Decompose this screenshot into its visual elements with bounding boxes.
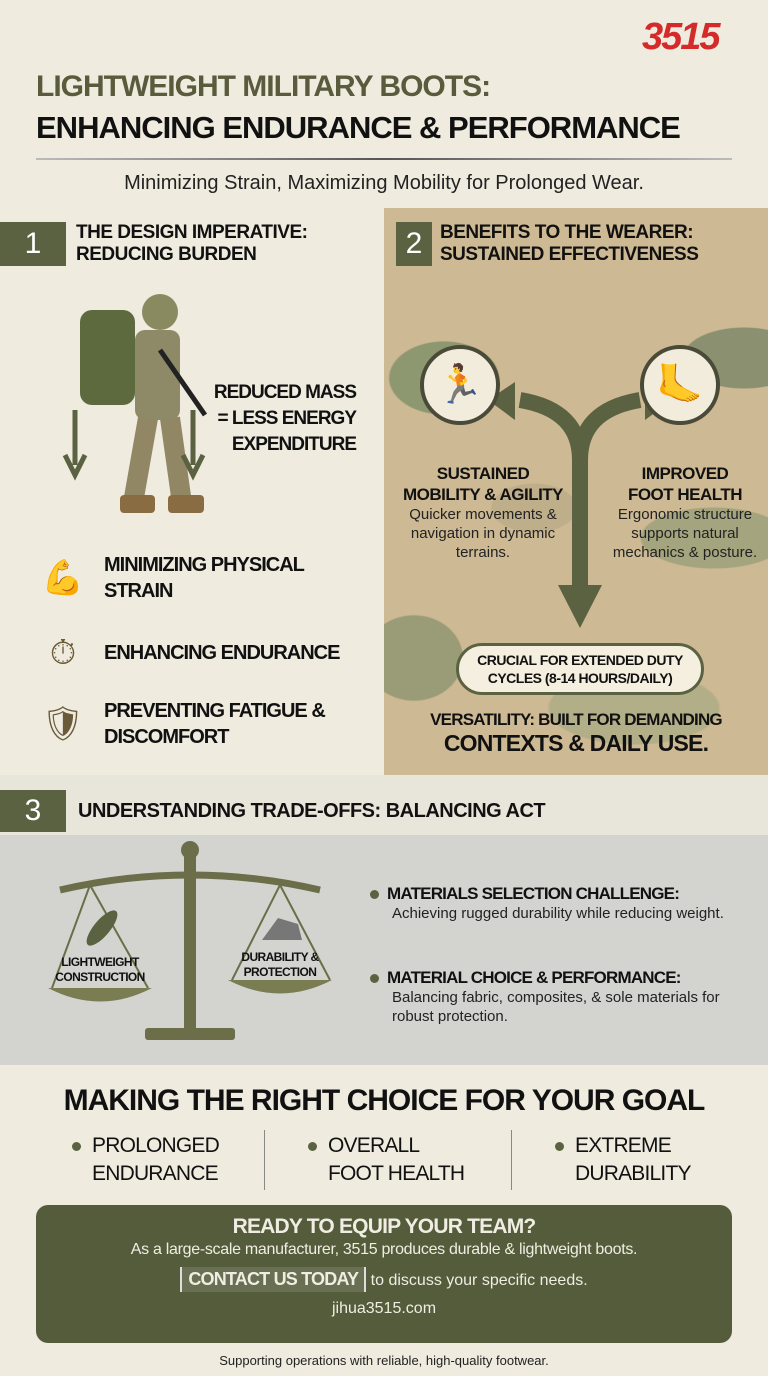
bullet-title: MATERIALS SELECTION CHALLENGE: xyxy=(387,884,680,903)
list-item: ⏱ ENHANCING ENDURANCE xyxy=(34,628,354,678)
balance-scale-icon xyxy=(48,841,332,1040)
flexed-arm-dumbbell-icon: 💪 xyxy=(41,559,85,597)
down-arrow-icon xyxy=(180,410,206,481)
bullet-title: MATERIAL CHOICE & PERFORMANCE: xyxy=(387,968,681,987)
soldier-illustration xyxy=(62,294,208,513)
benefit-title: MOBILITY & AGILITY xyxy=(402,485,564,504)
section-2-title-line1: BENEFITS TO THE WEARER: xyxy=(440,222,694,243)
choice-option: EXTREME DURABILITY xyxy=(555,1132,735,1188)
brand-logo: 3515 xyxy=(642,16,721,58)
bullet-desc: Achieving rugged durability while reduci… xyxy=(392,905,724,922)
foot-bones-icon: 🦶 xyxy=(640,345,720,425)
scale-left-label: LIGHTWEIGHT CONSTRUCTION xyxy=(55,955,145,984)
website-link[interactable]: jihua3515.com xyxy=(331,1300,437,1317)
item-label: MINIMIZING PHYSICAL STRAIN xyxy=(104,554,305,602)
option-line: ENDURANCE xyxy=(92,1162,219,1185)
section-1-title-line1: THE DESIGN IMPERATIVE: xyxy=(76,222,308,243)
title-divider xyxy=(36,158,732,160)
versatility-line2: CONTEXTS & DAILY USE. xyxy=(443,730,709,756)
tradeoff-bullet: MATERIAL CHOICE & PERFORMANCE: Balancing… xyxy=(370,968,740,1026)
option-line: OVERALL xyxy=(328,1134,420,1157)
benefit-title: FOOT HEALTH xyxy=(627,485,743,504)
cta-box: READY TO EQUIP YOUR TEAM? As a large-sca… xyxy=(36,1205,732,1343)
list-item: 💪 MINIMIZING PHYSICAL STRAIN xyxy=(34,552,354,604)
benefit-desc: Quicker movements & navigation in dynami… xyxy=(409,506,557,561)
option-line: PROLONGED xyxy=(92,1134,220,1157)
section-1-title: THE DESIGN IMPERATIVE: REDUCING BURDEN xyxy=(76,222,372,266)
callout-line: = LESS ENERGY xyxy=(217,408,357,429)
feather-icon xyxy=(86,910,118,946)
scale-right-label: DURABILITY & PROTECTION xyxy=(241,950,319,979)
duty-cycle-pill: CRUCIAL FOR EXTENDED DUTY CYCLES (8-14 H… xyxy=(456,643,704,695)
title-line-2: ENHANCING ENDURANCE & PERFORMANCE xyxy=(36,110,681,145)
down-arrow-icon xyxy=(62,410,88,481)
divider xyxy=(511,1130,512,1190)
section-2-title: BENEFITS TO THE WEARER: SUSTAINED EFFECT… xyxy=(440,222,760,266)
list-item: 🛡 PREVENTING FATIGUE & DISCOMFORT xyxy=(34,698,354,750)
subtitle: Minimizing Strain, Maximizing Mobility f… xyxy=(124,172,644,194)
benefit-foot-health: IMPROVED FOOT HEALTH Ergonomic structure… xyxy=(606,463,764,562)
bullet-dot xyxy=(555,1142,564,1151)
benefit-title: SUSTAINED xyxy=(436,464,530,483)
bullet-dot xyxy=(72,1142,81,1151)
choice-option: OVERALL FOOT HEALTH xyxy=(308,1132,488,1188)
footer-text: Supporting operations with reliable, hig… xyxy=(219,1353,549,1368)
choice-option: PROLONGED ENDURANCE xyxy=(72,1132,252,1188)
rock-icon xyxy=(262,918,302,940)
section-1-title-line2: REDUCING BURDEN xyxy=(76,244,257,265)
versatility-line1: VERSATILITY: BUILT FOR DEMANDING xyxy=(430,710,723,729)
contact-us-button[interactable]: CONTACT US TODAY xyxy=(180,1267,367,1292)
callout-line: REDUCED MASS xyxy=(213,382,357,403)
option-line: EXTREME xyxy=(575,1134,672,1157)
section-2-title-line2: SUSTAINED EFFECTIVENESS xyxy=(440,244,699,265)
choice-title: MAKING THE RIGHT CHOICE FOR YOUR GOAL xyxy=(63,1084,706,1117)
item-label: ENHANCING ENDURANCE xyxy=(104,642,340,664)
versatility-text: VERSATILITY: BUILT FOR DEMANDING CONTEXT… xyxy=(384,710,768,757)
benefit-title: IMPROVED xyxy=(641,464,729,483)
section-3-header-bg xyxy=(0,775,768,835)
option-line: FOOT HEALTH xyxy=(328,1162,465,1185)
runner-arrow-icon: 🏃 xyxy=(420,345,500,425)
section-2-number: 2 xyxy=(396,222,432,266)
benefit-mobility: SUSTAINED MOBILITY & AGILITY Quicker mov… xyxy=(388,463,578,562)
bullet-dot xyxy=(370,974,379,984)
clock-runner-icon: ⏱ xyxy=(49,633,77,672)
callout-line: EXPENDITURE xyxy=(231,434,357,455)
bullet-desc: Balancing fabric, composites, & sole mat… xyxy=(392,989,720,1025)
title-line-1: LIGHTWEIGHT MILITARY BOOTS: xyxy=(36,70,491,103)
foot-shield-icon: 🛡 xyxy=(41,705,85,743)
cta-title: READY TO EQUIP YOUR TEAM? xyxy=(232,1215,537,1238)
cta-suffix: to discuss your specific needs. xyxy=(370,1272,588,1289)
section-1-number: 1 xyxy=(0,222,66,266)
section-3-number: 3 xyxy=(0,790,66,832)
option-line: DURABILITY xyxy=(575,1162,692,1185)
section-3-title: UNDERSTANDING TRADE-OFFS: BALANCING ACT xyxy=(78,800,546,822)
divider xyxy=(264,1130,265,1190)
bullet-dot xyxy=(308,1142,317,1151)
bullet-dot xyxy=(370,890,379,900)
item-label: PREVENTING FATIGUE & DISCOMFORT xyxy=(104,700,326,748)
branch-arrows xyxy=(488,382,672,628)
tradeoff-bullet: MATERIALS SELECTION CHALLENGE: Achieving… xyxy=(370,884,740,923)
reduced-mass-callout: REDUCED MASS = LESS ENERGY EXPENDITURE xyxy=(200,380,357,458)
cta-text: As a large-scale manufacturer, 3515 prod… xyxy=(130,1241,638,1258)
benefit-desc: Ergonomic structure supports natural mec… xyxy=(612,506,758,561)
